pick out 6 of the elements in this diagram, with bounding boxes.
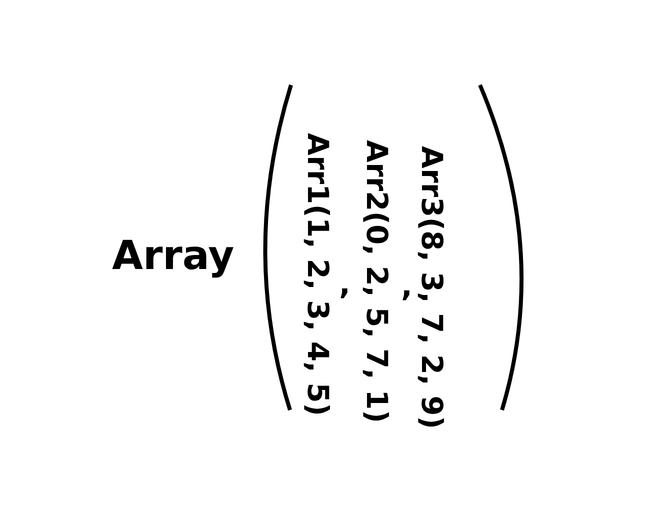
array-entry: Arr3(8, 3, 7, 2, 9) [417,146,446,430]
stray-comma: , [401,272,412,302]
array-entry: Arr2(0, 2, 5, 7, 1) [362,140,391,424]
array-heading: Array [112,236,234,276]
array-entry: Arr1(1, 2, 3, 4, 5) [303,133,332,416]
stray-comma: , [339,270,350,300]
